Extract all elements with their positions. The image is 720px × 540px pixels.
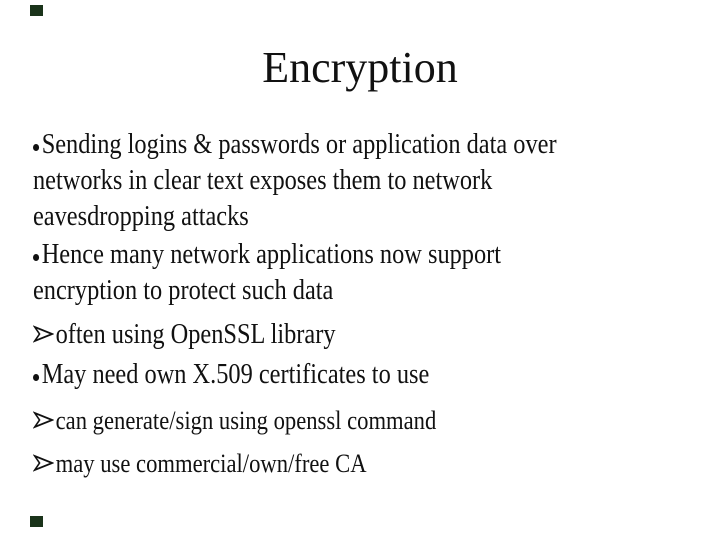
arrowhead-bullet-icon [32, 404, 55, 440]
bullet-line: eavesdropping attacks [33, 199, 633, 235]
bullet-text: Hence many network applications now supp… [41, 239, 502, 270]
bullet-dot-icon [33, 144, 40, 151]
bullet-item: often using OpenSSL library [32, 317, 720, 354]
bullet-line: networks in clear text exposes them to n… [33, 163, 633, 199]
bullet-line: Hence many network applications now supp… [33, 237, 633, 273]
bullet-text: may use commercial/own/free CA [55, 449, 367, 478]
bullet-item: may use commercial/own/free CA [32, 446, 720, 483]
bullet-item: May need own X.509 certificates to use [33, 357, 720, 393]
bullet-text: often using OpenSSL library [55, 319, 336, 350]
corner-mark-top [30, 5, 43, 16]
bullet-text: encryption to protect such data [33, 275, 334, 306]
arrowhead-bullet-icon [32, 318, 55, 354]
bullet-text: can generate/sign using openssl command [55, 406, 437, 435]
bullet-dot-icon [33, 254, 40, 261]
bullet-item: can generate/sign using openssl command [32, 403, 720, 440]
bullet-line: can generate/sign using openssl command [32, 403, 633, 440]
bullet-line: Sending logins & passwords or applicatio… [33, 127, 633, 163]
bullet-item: Sending logins & passwords or applicatio… [33, 127, 720, 235]
corner-mark-bottom [30, 516, 43, 527]
bullet-item: Hence many network applications now supp… [33, 237, 720, 309]
bullet-text: networks in clear text exposes them to n… [33, 165, 493, 196]
bullet-text: May need own X.509 certificates to use [41, 359, 430, 390]
slide-title: Encryption [262, 43, 458, 92]
bullet-text: eavesdropping attacks [33, 201, 249, 232]
bullet-dot-icon [33, 374, 40, 381]
bullet-text: Sending logins & passwords or applicatio… [41, 129, 557, 160]
bullet-line: may use commercial/own/free CA [32, 446, 633, 483]
bullet-line: May need own X.509 certificates to use [33, 357, 633, 393]
bullet-line: often using OpenSSL library [32, 317, 633, 354]
arrowhead-bullet-icon [32, 447, 55, 483]
bullet-line: encryption to protect such data [33, 273, 633, 309]
